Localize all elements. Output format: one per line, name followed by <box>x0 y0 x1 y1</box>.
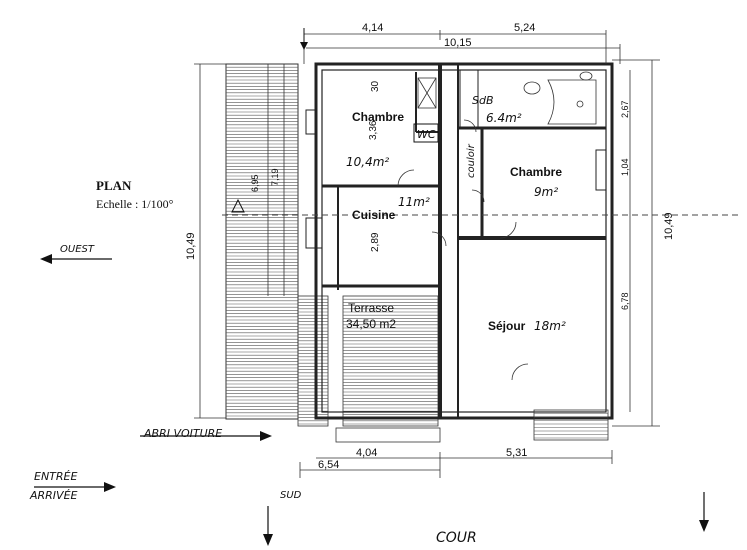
room-sejour-name: Séjour <box>488 319 526 333</box>
entrance-arrow <box>34 482 116 492</box>
room-sdb-area: 6.4m² <box>486 111 522 125</box>
room-chambre1-area: 10,4m² <box>346 155 389 169</box>
dim-right-height: 10,49 <box>663 212 675 240</box>
room-chambre2-area: 9m² <box>534 185 558 199</box>
room-sdb-name: SdB <box>472 94 494 107</box>
dim-chambre1-top: 30 <box>370 80 381 92</box>
arrival-label: ARRIVÉE <box>29 489 78 502</box>
room-terrasse-area: 34,50 m2 <box>346 317 396 331</box>
entrance-label: ENTRÉE <box>34 470 77 483</box>
dim-chambre1-height: 3,36 <box>368 120 379 140</box>
dim-top-total: 10,15 <box>444 37 472 49</box>
dim-bottom-outer: 6,54 <box>318 459 339 471</box>
west-arrow <box>40 254 112 264</box>
dim-inner-left-b: 7,19 <box>270 168 280 186</box>
carport-roof-hatching <box>225 63 439 427</box>
south-label: SUD <box>280 490 302 501</box>
courtyard-label: COUR <box>436 530 477 546</box>
room-couloir: couloir <box>466 143 477 178</box>
room-chambre1-name: Chambre <box>352 110 404 124</box>
dim-inner-left-a: 6,95 <box>250 174 260 192</box>
room-chambre2-name: Chambre <box>510 165 562 179</box>
steps-hatching <box>335 409 609 443</box>
room-cuisine-area: 11m² <box>398 195 430 209</box>
dim-cuisine-height: 2,89 <box>370 232 381 252</box>
dim-top-left: 4,14 <box>362 22 383 34</box>
dimension-lines <box>194 30 740 478</box>
building-walls <box>305 62 614 420</box>
dim-bottom-left: 4,04 <box>356 447 377 459</box>
room-wc: WC <box>417 128 436 141</box>
wc-box <box>413 123 439 143</box>
west-label: OUEST <box>60 244 95 255</box>
dim-right-lower: 6,78 <box>620 292 630 310</box>
south-arrow-right <box>699 492 709 532</box>
bathroom-fixtures <box>417 71 597 125</box>
dim-top-right: 5,24 <box>514 22 535 34</box>
plan-title: PLAN <box>96 178 132 193</box>
dim-right-upper: 2,67 <box>620 100 630 118</box>
dim-bottom-right: 5,31 <box>506 447 527 459</box>
dim-right-mid: 1,04 <box>620 158 630 176</box>
door-swings <box>397 119 529 381</box>
plan-scale: Echelle : 1/100° <box>96 197 174 211</box>
room-sejour-area: 18m² <box>534 319 566 333</box>
carport-arrow <box>140 431 272 441</box>
south-arrow-left <box>263 506 273 546</box>
room-terrasse-name: Terrasse <box>348 301 394 315</box>
dim-left-height: 10,49 <box>185 232 197 260</box>
carport-label: ABRI VOITURE <box>143 427 222 440</box>
south-arrow-top <box>300 28 308 50</box>
room-cuisine-name: Cuisine <box>352 208 396 222</box>
section-marker <box>231 198 245 213</box>
